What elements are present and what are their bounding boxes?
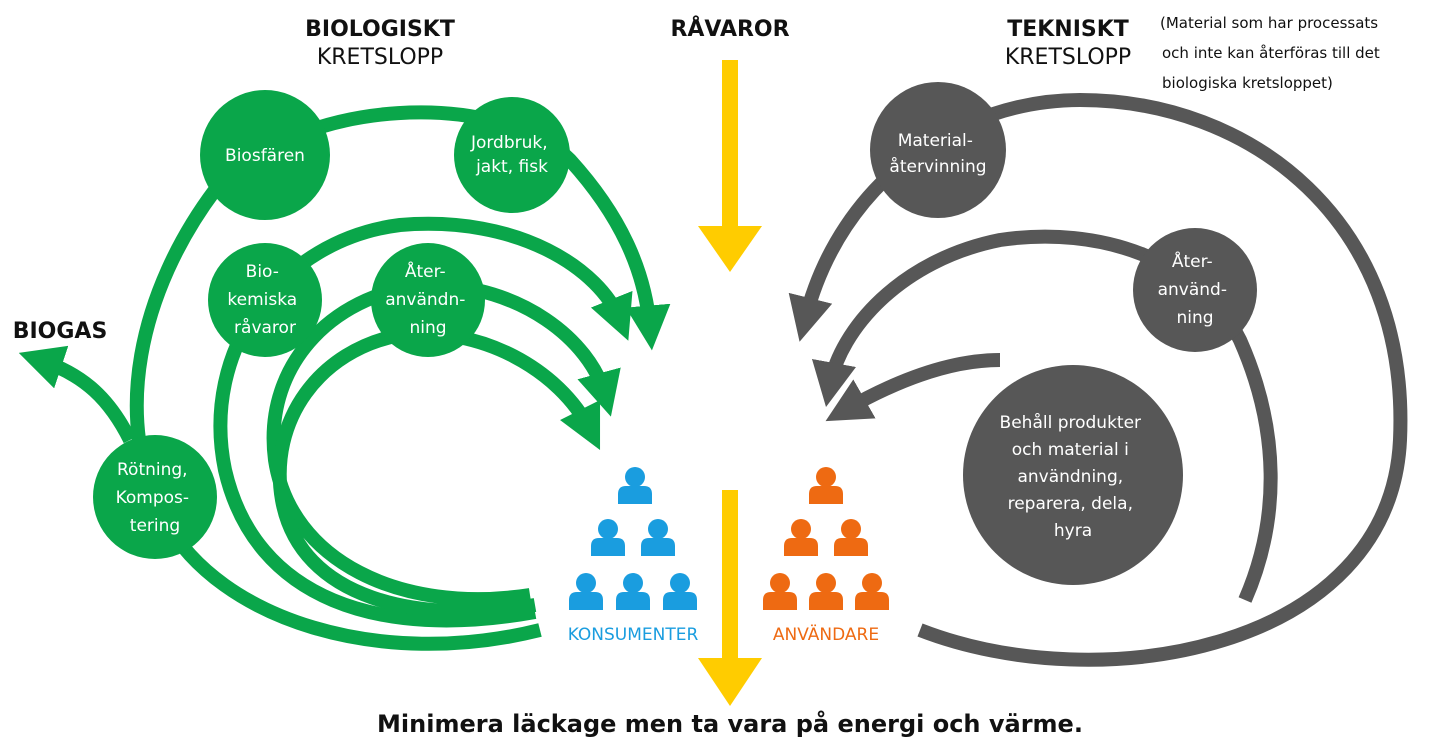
technical-note-line: och inte kan återföras till det bbox=[1162, 44, 1380, 62]
raw-material-flows bbox=[698, 60, 762, 706]
node-label-materialatervinning: Material- återvinning bbox=[889, 131, 986, 177]
technical-note-line: biologiska kretsloppet) bbox=[1162, 74, 1333, 92]
biogas-label: BIOGAS bbox=[13, 319, 108, 344]
node-label-ateranvandning-bio: Åter- användn- ning bbox=[385, 260, 471, 338]
node-biokemiska bbox=[208, 243, 322, 357]
users-group bbox=[763, 467, 889, 610]
node-materialatervinning bbox=[870, 82, 1006, 218]
person-icon bbox=[641, 519, 675, 556]
node-label-behall: Behåll produkter och material i användni… bbox=[1000, 412, 1147, 541]
technical-note-line: (Material som har processats bbox=[1160, 14, 1378, 32]
users-label: ANVÄNDARE bbox=[773, 624, 879, 645]
person-icon bbox=[809, 467, 843, 504]
person-icon bbox=[569, 573, 603, 610]
person-icon bbox=[834, 519, 868, 556]
biological-cycle bbox=[18, 105, 671, 651]
node-biosfaren bbox=[200, 90, 330, 220]
node-jordbruk bbox=[454, 97, 570, 213]
person-icon bbox=[855, 573, 889, 610]
node-behall bbox=[963, 365, 1183, 585]
technical-note: (Material som har processats och inte ka… bbox=[1160, 14, 1385, 92]
footer-message: Minimera läckage men ta vara på energi o… bbox=[377, 709, 1083, 738]
person-icon bbox=[809, 573, 843, 610]
node-label-rotning: Rötning, Kompos- tering bbox=[116, 460, 195, 536]
raw-arrow-top-head bbox=[698, 226, 762, 272]
person-icon bbox=[591, 519, 625, 556]
bio-outer-loop bbox=[129, 105, 671, 651]
bio-third-loop bbox=[266, 277, 621, 606]
consumers-label: KONSUMENTER bbox=[568, 625, 699, 645]
biogas-arrow bbox=[18, 345, 137, 444]
node-label-jordbruk: Jordbruk, jakt, fisk bbox=[470, 133, 553, 177]
node-label-biokemiska: Bio- kemiska råvaror bbox=[227, 262, 302, 338]
person-icon bbox=[616, 573, 650, 610]
consumers-group bbox=[569, 467, 697, 610]
tech-inner-loop bbox=[825, 353, 1001, 422]
node-label-biosfaren: Biosfären bbox=[225, 146, 305, 166]
raw-arrow-top-shaft bbox=[722, 60, 738, 230]
bio-inner-loop bbox=[272, 326, 601, 619]
person-icon bbox=[663, 573, 697, 610]
person-icon bbox=[784, 519, 818, 556]
biological-title-light: KRETSLOPP bbox=[317, 45, 443, 70]
person-icon bbox=[618, 467, 652, 504]
node-ateranvandning-tek bbox=[1133, 228, 1257, 352]
biological-title-bold: BIOLOGISKT bbox=[305, 17, 455, 42]
node-ateranvandning-bio bbox=[371, 243, 485, 357]
raw-materials-title: RÅVAROR bbox=[670, 16, 789, 42]
node-label-ateranvandning-tek: Åter- använd- ning bbox=[1158, 250, 1233, 328]
raw-arrow-bottom-head bbox=[698, 658, 762, 706]
node-rotning bbox=[93, 435, 217, 559]
technical-title-light: KRETSLOPP bbox=[1005, 45, 1131, 70]
person-icon bbox=[763, 573, 797, 610]
technical-title-bold: TEKNISKT bbox=[1007, 17, 1129, 42]
raw-arrow-bottom-shaft bbox=[722, 490, 738, 665]
bio-nodes bbox=[93, 90, 570, 559]
tech-nodes bbox=[870, 82, 1257, 585]
